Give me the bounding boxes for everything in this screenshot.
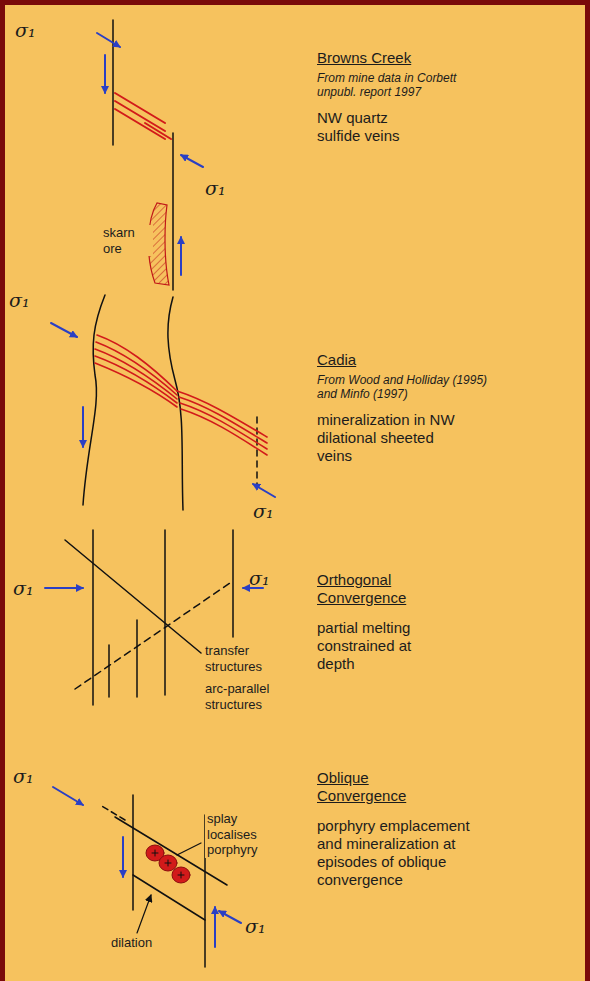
ore-label: skarn ore [101,225,153,256]
stress-symbol: σ₁ [13,577,34,600]
stress-symbol: σ₁ [13,765,34,788]
panel-heading: Browns Creek [317,49,411,67]
panel-text: NW quartz sulfide veins [317,109,427,145]
panel-heading: Orthogonal Convergence [317,571,432,607]
source-note: From mine data in Corbett unpubl. report… [317,71,497,100]
stress-symbol: σ₁ [205,177,226,200]
stress-symbol: σ₁ [253,500,274,523]
structure-label: arc-parallel structures [203,681,297,712]
panel-heading: Oblique Convergence [317,769,432,805]
source-note: From Wood and Holliday (1995) and Minfo … [317,373,492,402]
callout-label: dilation [109,935,154,951]
stress-symbol: σ₁ [9,289,30,312]
panel-text: porphyry emplacement and mineralization … [317,817,492,889]
stress-symbol: σ₁ [249,567,270,590]
panel-heading: Cadia [317,351,356,369]
illustration [5,5,585,981]
stress-symbol: σ₁ [15,19,36,42]
panel-text: mineralization in NW dilational sheeted … [317,411,457,465]
stress-symbol: σ₁ [245,915,266,938]
panel-text: partial melting constrained at depth [317,619,442,673]
structure-label: transfer structures [203,643,289,674]
callout-label: splay localises porphyry [205,811,291,858]
